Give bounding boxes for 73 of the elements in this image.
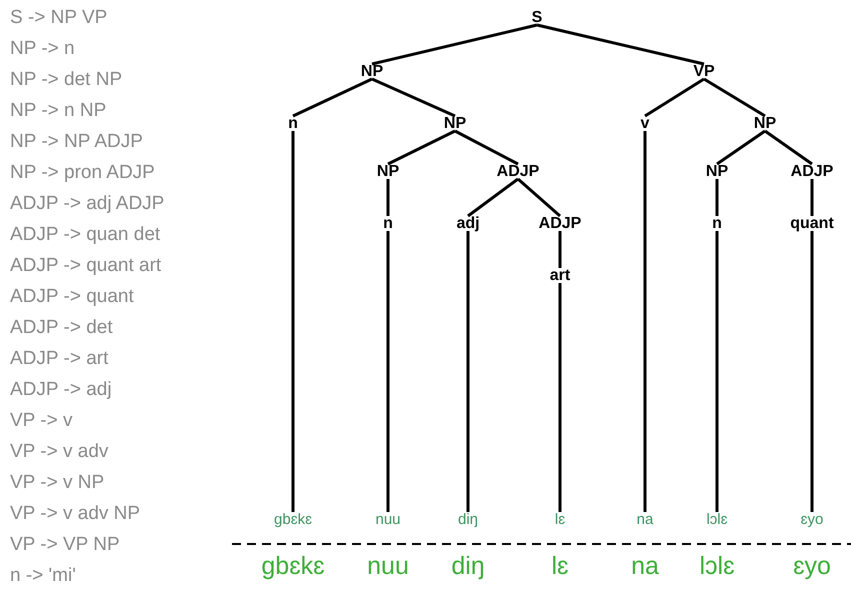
- grammar-rule: ADJP -> adj ADJP: [10, 193, 164, 215]
- grammar-rule: ADJP -> det: [10, 317, 113, 339]
- word-gloss: nuu: [367, 552, 409, 580]
- tree-node-label: NP: [360, 63, 384, 81]
- tree-node-label: VP: [692, 63, 716, 81]
- tree-branch: [517, 178, 561, 218]
- leaf-word: ɛyo: [800, 511, 824, 529]
- grammar-rule: ADJP -> quant: [10, 286, 134, 308]
- tree-branch: [558, 231, 562, 268]
- word-gloss: na: [631, 552, 659, 580]
- tree-branch: [386, 179, 390, 216]
- tree-branch: [644, 131, 646, 512]
- tree-branch: [764, 130, 813, 166]
- tree-node-label: ADJP: [790, 163, 834, 181]
- leaf-word: na: [636, 511, 654, 529]
- leaf-word: lɔlɛ: [705, 511, 729, 529]
- tree-branch: [644, 78, 705, 118]
- word-gloss: lɔlɛ: [699, 552, 735, 580]
- tree-node-label: NP: [752, 115, 778, 133]
- grammar-rule: ADJP -> quant art: [10, 255, 162, 277]
- grammar-rule: VP -> v adv NP: [10, 503, 140, 525]
- tree-branch: [703, 78, 766, 118]
- tree-branch: [536, 24, 704, 66]
- word-gloss: gbɛkɛ: [261, 552, 325, 580]
- tree-branch: [716, 179, 718, 216]
- grammar-rule: NP -> n: [10, 38, 75, 60]
- tree-branch: [810, 179, 814, 216]
- tree-node-label: NP: [376, 163, 400, 181]
- word-gloss: ɛyo: [793, 552, 831, 580]
- tree-node-label: ADJP: [538, 215, 582, 233]
- leaf-word: lɛ: [554, 511, 566, 529]
- tree-branch: [716, 130, 766, 166]
- tree-branch: [810, 231, 814, 512]
- grammar-rule: ADJP -> art: [10, 348, 108, 370]
- tree-branch: [292, 131, 294, 512]
- tree-node-label: art: [548, 267, 572, 285]
- grammar-rule: VP -> v: [10, 410, 72, 432]
- grammar-rule: ADJP -> quan det: [10, 224, 160, 246]
- tree-branch: [716, 231, 718, 512]
- tree-node-label: n: [382, 215, 394, 233]
- tree-branch: [558, 283, 562, 512]
- tree-node-label: n: [287, 115, 299, 133]
- leaf-word: gbɛkɛ: [273, 511, 313, 529]
- tree-node-label: S: [530, 9, 544, 27]
- grammar-rule: ADJP -> adj: [10, 379, 112, 401]
- grammar-rule: n -> 'mi': [10, 565, 76, 587]
- tree-node-label: n: [711, 215, 723, 233]
- tree-branch: [371, 78, 456, 118]
- grammar-rule: VP -> v NP: [10, 472, 104, 494]
- leaf-word: nuu: [374, 511, 402, 529]
- tree-node-label: NP: [704, 163, 730, 181]
- grammar-rule: VP -> v adv: [10, 441, 108, 463]
- grammar-rule: NP -> n NP: [10, 100, 106, 122]
- grammar-rule: NP -> NP ADJP: [10, 131, 143, 153]
- tree-branch: [292, 78, 373, 118]
- tree-node-label: v: [640, 115, 650, 133]
- tree-node-label: quant: [789, 215, 835, 233]
- tree-node-label: adj: [455, 215, 481, 233]
- tree-branch: [467, 178, 519, 218]
- word-gloss: lɛ: [551, 552, 569, 580]
- leaf-word: diŋ: [456, 511, 480, 529]
- tree-branch: [386, 231, 390, 512]
- grammar-rule: S -> NP VP: [10, 7, 108, 29]
- grammar-rule: NP -> pron ADJP: [10, 162, 155, 184]
- grammar-rule: VP -> VP NP: [10, 534, 120, 556]
- word-gloss: diŋ: [451, 552, 485, 580]
- tree-node-label: ADJP: [496, 163, 540, 181]
- grammar-rule: NP -> det NP: [10, 69, 122, 91]
- tree-node-label: NP: [442, 115, 468, 133]
- tree-branch: [454, 130, 519, 166]
- tree-branch: [466, 231, 470, 512]
- tree-branch: [387, 130, 456, 166]
- tree-branch: [372, 24, 538, 66]
